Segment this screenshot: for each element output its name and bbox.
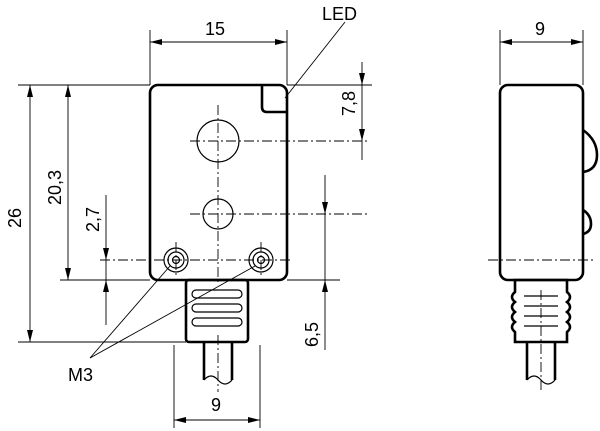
thread-leaders bbox=[89, 265, 256, 359]
dim-led-offset-label: 7,8 bbox=[339, 91, 359, 116]
thread-label: M3 bbox=[68, 365, 93, 385]
dim-width-top bbox=[149, 30, 288, 85]
cable-side bbox=[525, 342, 557, 385]
dim-cable-width bbox=[173, 345, 261, 428]
dim-cable-offset bbox=[287, 175, 340, 350]
center-lines-front bbox=[100, 105, 370, 285]
dim-side-width bbox=[499, 30, 584, 85]
dim-height-total-label: 26 bbox=[5, 208, 25, 228]
sensor-body-front bbox=[148, 83, 289, 282]
dim-side-width-label: 9 bbox=[535, 19, 545, 39]
cable-gland-front bbox=[184, 278, 250, 344]
dim-height-total bbox=[18, 84, 186, 343]
dim-height-hole-label: 20,3 bbox=[45, 170, 65, 205]
led-window bbox=[260, 85, 287, 114]
cable-gland-side bbox=[510, 278, 572, 344]
dim-height-small bbox=[103, 195, 109, 325]
led-label: LED bbox=[322, 4, 357, 24]
dim-led-offset bbox=[287, 62, 372, 160]
cable-front bbox=[202, 335, 234, 392]
led-leader bbox=[284, 21, 346, 99]
dim-cable-width-label: 9 bbox=[211, 395, 221, 415]
dim-height-small-label: 2,7 bbox=[83, 207, 103, 232]
sensor-body-side bbox=[498, 83, 585, 282]
dim-width-top-label: 15 bbox=[205, 19, 225, 39]
dim-height-hole bbox=[60, 85, 150, 281]
led-bump-side bbox=[582, 128, 599, 236]
dim-cable-offset-label: 6,5 bbox=[302, 322, 322, 347]
